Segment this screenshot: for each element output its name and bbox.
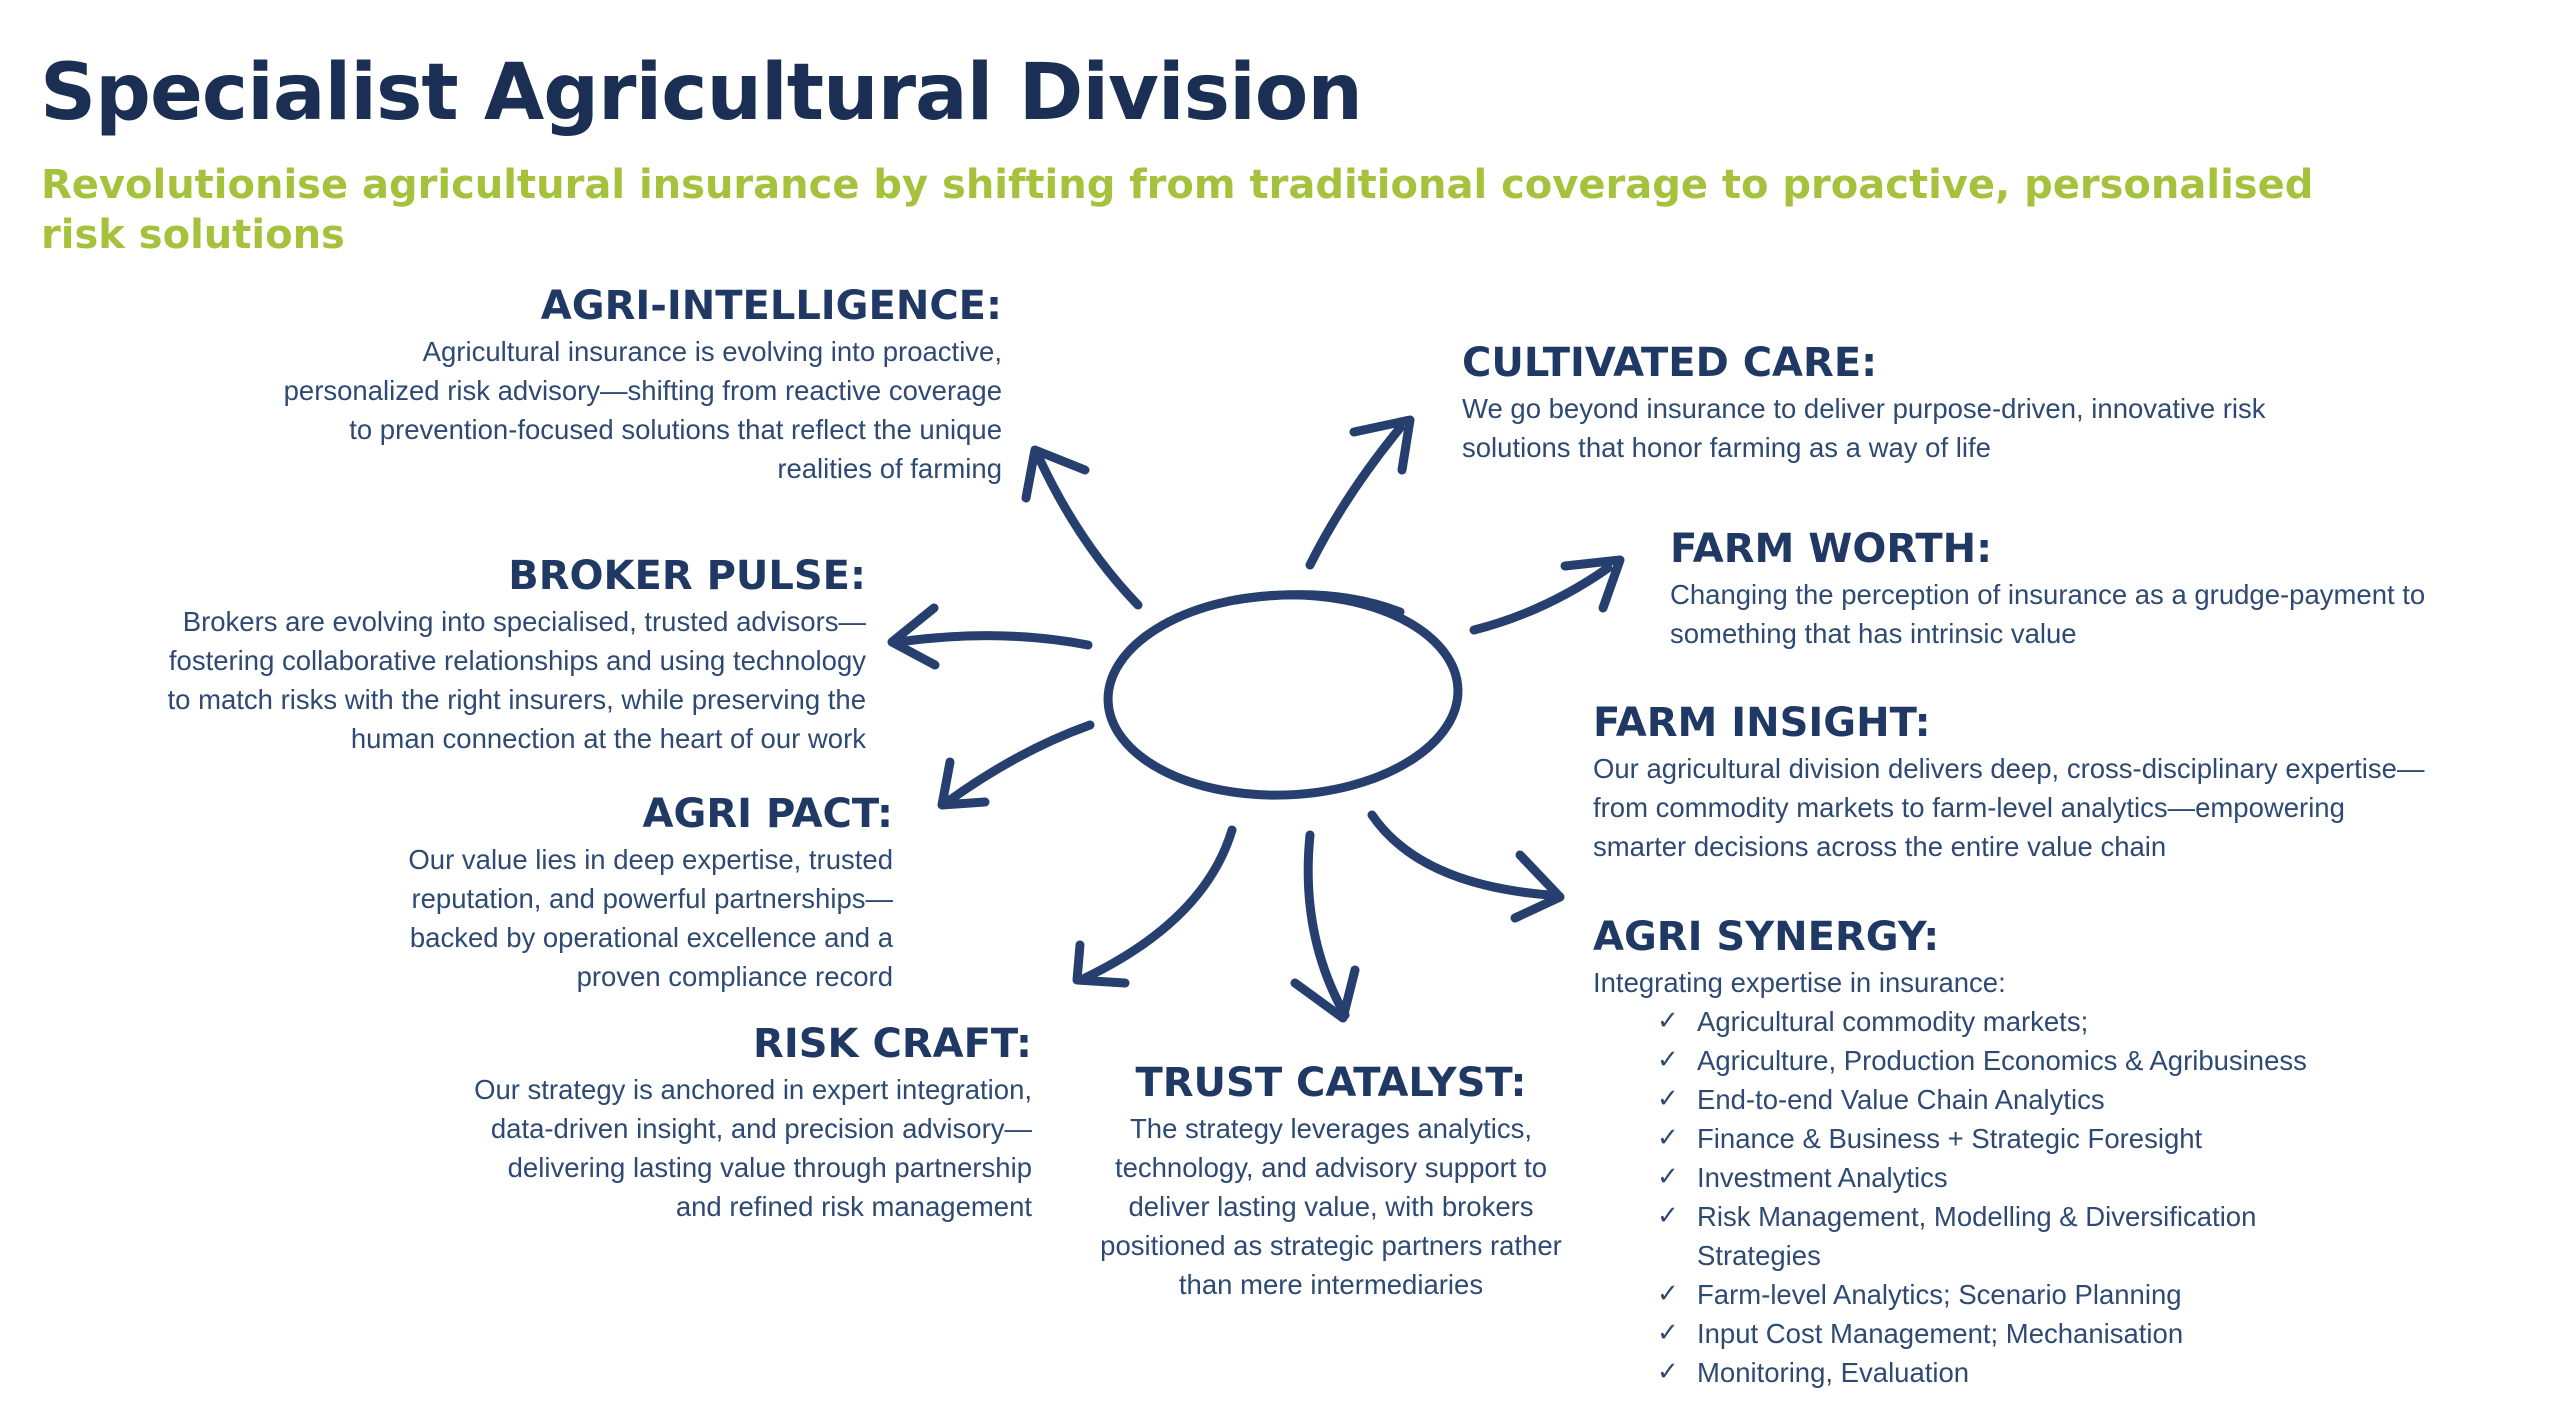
body-line: and refined risk management bbox=[675, 1191, 1032, 1222]
section-risk-craft: RISK CRAFT: Our strategy is anchored in … bbox=[320, 1018, 1032, 1226]
section-body: Brokers are evolving into specialised, t… bbox=[60, 602, 866, 758]
checkmark-icon: ✓ bbox=[1657, 1357, 1679, 1387]
section-body: We go beyond insurance to deliver purpos… bbox=[1462, 389, 2462, 467]
arrow-risk-craft bbox=[1072, 825, 1237, 988]
checklist-item: ✓ Finance & Business + Strategic Foresigh… bbox=[1657, 1119, 2513, 1158]
checkmark-icon: ✓ bbox=[1657, 1084, 1679, 1114]
section-heading: FARM INSIGHT: bbox=[1593, 700, 1931, 746]
body-line: smarter decisions across the entire valu… bbox=[1593, 831, 2167, 862]
section-heading: FARM WORTH: bbox=[1670, 526, 1993, 572]
expertise-checklist: ✓ Agricultural commodity markets; ✓ Agricu… bbox=[1593, 1002, 2513, 1392]
body-line: Our strategy is anchored in expert integ… bbox=[474, 1074, 1032, 1105]
body-line: realities of farming bbox=[777, 453, 1002, 484]
body-line: to prevention-focused solutions that ref… bbox=[349, 414, 1002, 445]
body-line: data-driven insight, and precision advis… bbox=[490, 1113, 1032, 1144]
checklist-item: ✓ Agriculture, Production Economics & Agr… bbox=[1657, 1041, 2513, 1080]
body-line: backed by operational excellence and a bbox=[409, 922, 893, 953]
section-agri-synergy: AGRI SYNERGY: Integrating expertise in i… bbox=[1593, 911, 2513, 1392]
section-agri-intelligence: AGRI-INTELLIGENCE: Agricultural insuranc… bbox=[160, 280, 1002, 488]
checklist-item: ✓ Farm-level Analytics; Scenario Planning bbox=[1657, 1275, 2513, 1314]
checklist-item-label: Farm-level Analytics; Scenario Planning bbox=[1697, 1279, 2182, 1310]
synergy-intro: Integrating expertise in insurance: bbox=[1593, 967, 2006, 998]
checklist-item-label: Agriculture, Production Economics & Agri… bbox=[1697, 1045, 2307, 1076]
body-line: Changing the perception of insurance as … bbox=[1670, 579, 2426, 610]
page-title: Specialist Agricultural Division bbox=[40, 48, 1363, 138]
checklist-item-label: End-to-end Value Chain Analytics bbox=[1697, 1084, 2105, 1115]
arrow-agri-pact bbox=[937, 720, 1095, 810]
checkmark-icon: ✓ bbox=[1657, 1318, 1679, 1348]
body-line: than mere intermediaries bbox=[1178, 1269, 1484, 1300]
body-line: fostering collaborative relationships an… bbox=[168, 645, 866, 676]
body-line: from commodity markets to farm-level ana… bbox=[1593, 792, 2345, 823]
checkmark-icon: ✓ bbox=[1657, 1279, 1679, 1309]
body-line: Our value lies in deep expertise, truste… bbox=[408, 844, 893, 875]
arrow-agri-intelligence bbox=[1021, 445, 1143, 610]
section-heading: CULTIVATED CARE: bbox=[1462, 340, 1878, 386]
checkmark-icon: ✓ bbox=[1657, 1045, 1679, 1075]
body-line: solutions that honor farming as a way of… bbox=[1462, 432, 1991, 463]
page-subtitle: Revolutionise agricultural insurance by … bbox=[41, 162, 2314, 258]
section-trust-catalyst: TRUST CATALYST: The strategy leverages a… bbox=[1066, 1057, 1596, 1304]
checkmark-icon: ✓ bbox=[1657, 1162, 1679, 1192]
checklist-item-label: Finance & Business + Strategic Foresight bbox=[1697, 1123, 2203, 1154]
checklist-item-label: Agricultural commodity markets; bbox=[1697, 1006, 2089, 1037]
section-broker-pulse: BROKER PULSE: Brokers are evolving into … bbox=[60, 550, 866, 758]
section-farm-worth: FARM WORTH: Changing the perception of i… bbox=[1670, 523, 2550, 653]
body-line: Our agricultural division delivers deep,… bbox=[1593, 753, 2425, 784]
checkmark-icon: ✓ bbox=[1657, 1123, 1679, 1153]
checklist-item: ✓ Monitoring, Evaluation bbox=[1657, 1353, 2513, 1392]
checkmark-icon: ✓ bbox=[1657, 1201, 1679, 1231]
arrow-broker-pulse bbox=[887, 603, 1093, 670]
section-body: Our agricultural division delivers deep,… bbox=[1593, 749, 2553, 866]
body-line: technology, and advisory support to bbox=[1114, 1152, 1548, 1183]
arrow-farm-insight bbox=[1367, 810, 1565, 923]
section-heading: AGRI-INTELLIGENCE: bbox=[540, 283, 1002, 329]
checklist-item: ✓ Input Cost Management; Mechanisation bbox=[1657, 1314, 2513, 1353]
body-line: positioned as strategic partners rather bbox=[1100, 1230, 1562, 1261]
arrow-cultivated-care bbox=[1305, 415, 1415, 570]
body-line: Brokers are evolving into specialised, t… bbox=[182, 606, 866, 637]
checklist-item-label: Risk Management, Modelling & Diversifica… bbox=[1697, 1201, 2257, 1271]
section-body: Our value lies in deep expertise, truste… bbox=[260, 840, 893, 996]
section-agri-pact: AGRI PACT: Our value lies in deep expert… bbox=[260, 788, 893, 996]
body-line: human connection at the heart of our wor… bbox=[350, 723, 866, 754]
body-line: We go beyond insurance to deliver purpos… bbox=[1462, 393, 2266, 424]
section-body: Our strategy is anchored in expert integ… bbox=[320, 1070, 1032, 1226]
body-line: Agricultural insurance is evolving into … bbox=[422, 336, 1002, 367]
central-oval bbox=[1103, 590, 1463, 800]
section-body: Agricultural insurance is evolving into … bbox=[160, 332, 1002, 488]
arrow-farm-worth bbox=[1469, 555, 1625, 635]
section-cultivated-care: CULTIVATED CARE: We go beyond insurance … bbox=[1462, 337, 2462, 467]
body-line: deliver lasting value, with brokers bbox=[1128, 1191, 1534, 1222]
section-body: The strategy leverages analytics, techno… bbox=[1066, 1109, 1596, 1304]
body-line: proven compliance record bbox=[576, 961, 893, 992]
checklist-item: ✓ Investment Analytics bbox=[1657, 1158, 2513, 1197]
checklist-item: ✓ Agricultural commodity markets; bbox=[1657, 1002, 2513, 1041]
arrow-trust-catalyst bbox=[1290, 830, 1360, 1023]
section-body: Changing the perception of insurance as … bbox=[1670, 575, 2550, 653]
checkmark-icon: ✓ bbox=[1657, 1006, 1679, 1036]
section-farm-insight: FARM INSIGHT: Our agricultural division … bbox=[1593, 697, 2553, 866]
body-line: reputation, and powerful partnerships— bbox=[411, 883, 893, 914]
checklist-item: ✓ End-to-end Value Chain Analytics bbox=[1657, 1080, 2513, 1119]
section-heading: TRUST CATALYST: bbox=[1135, 1060, 1527, 1106]
body-line: The strategy leverages analytics, bbox=[1130, 1113, 1532, 1144]
checklist-item-label: Input Cost Management; Mechanisation bbox=[1697, 1318, 2184, 1349]
checklist-item: ✓ Risk Management, Modelling & Diversific… bbox=[1657, 1197, 2337, 1275]
body-line: to match risks with the right insurers, … bbox=[167, 684, 866, 715]
body-line: delivering lasting value through partner… bbox=[507, 1152, 1032, 1183]
body-line: personalized risk advisory—shifting from… bbox=[283, 375, 1002, 406]
body-line: something that has intrinsic value bbox=[1670, 618, 2077, 649]
section-heading: AGRI PACT: bbox=[642, 791, 893, 837]
section-heading: BROKER PULSE: bbox=[508, 553, 866, 599]
section-heading: RISK CRAFT: bbox=[753, 1021, 1032, 1067]
section-heading: AGRI SYNERGY: bbox=[1593, 914, 1940, 960]
checklist-item-label: Monitoring, Evaluation bbox=[1697, 1357, 1970, 1388]
checklist-item-label: Investment Analytics bbox=[1697, 1162, 1948, 1193]
